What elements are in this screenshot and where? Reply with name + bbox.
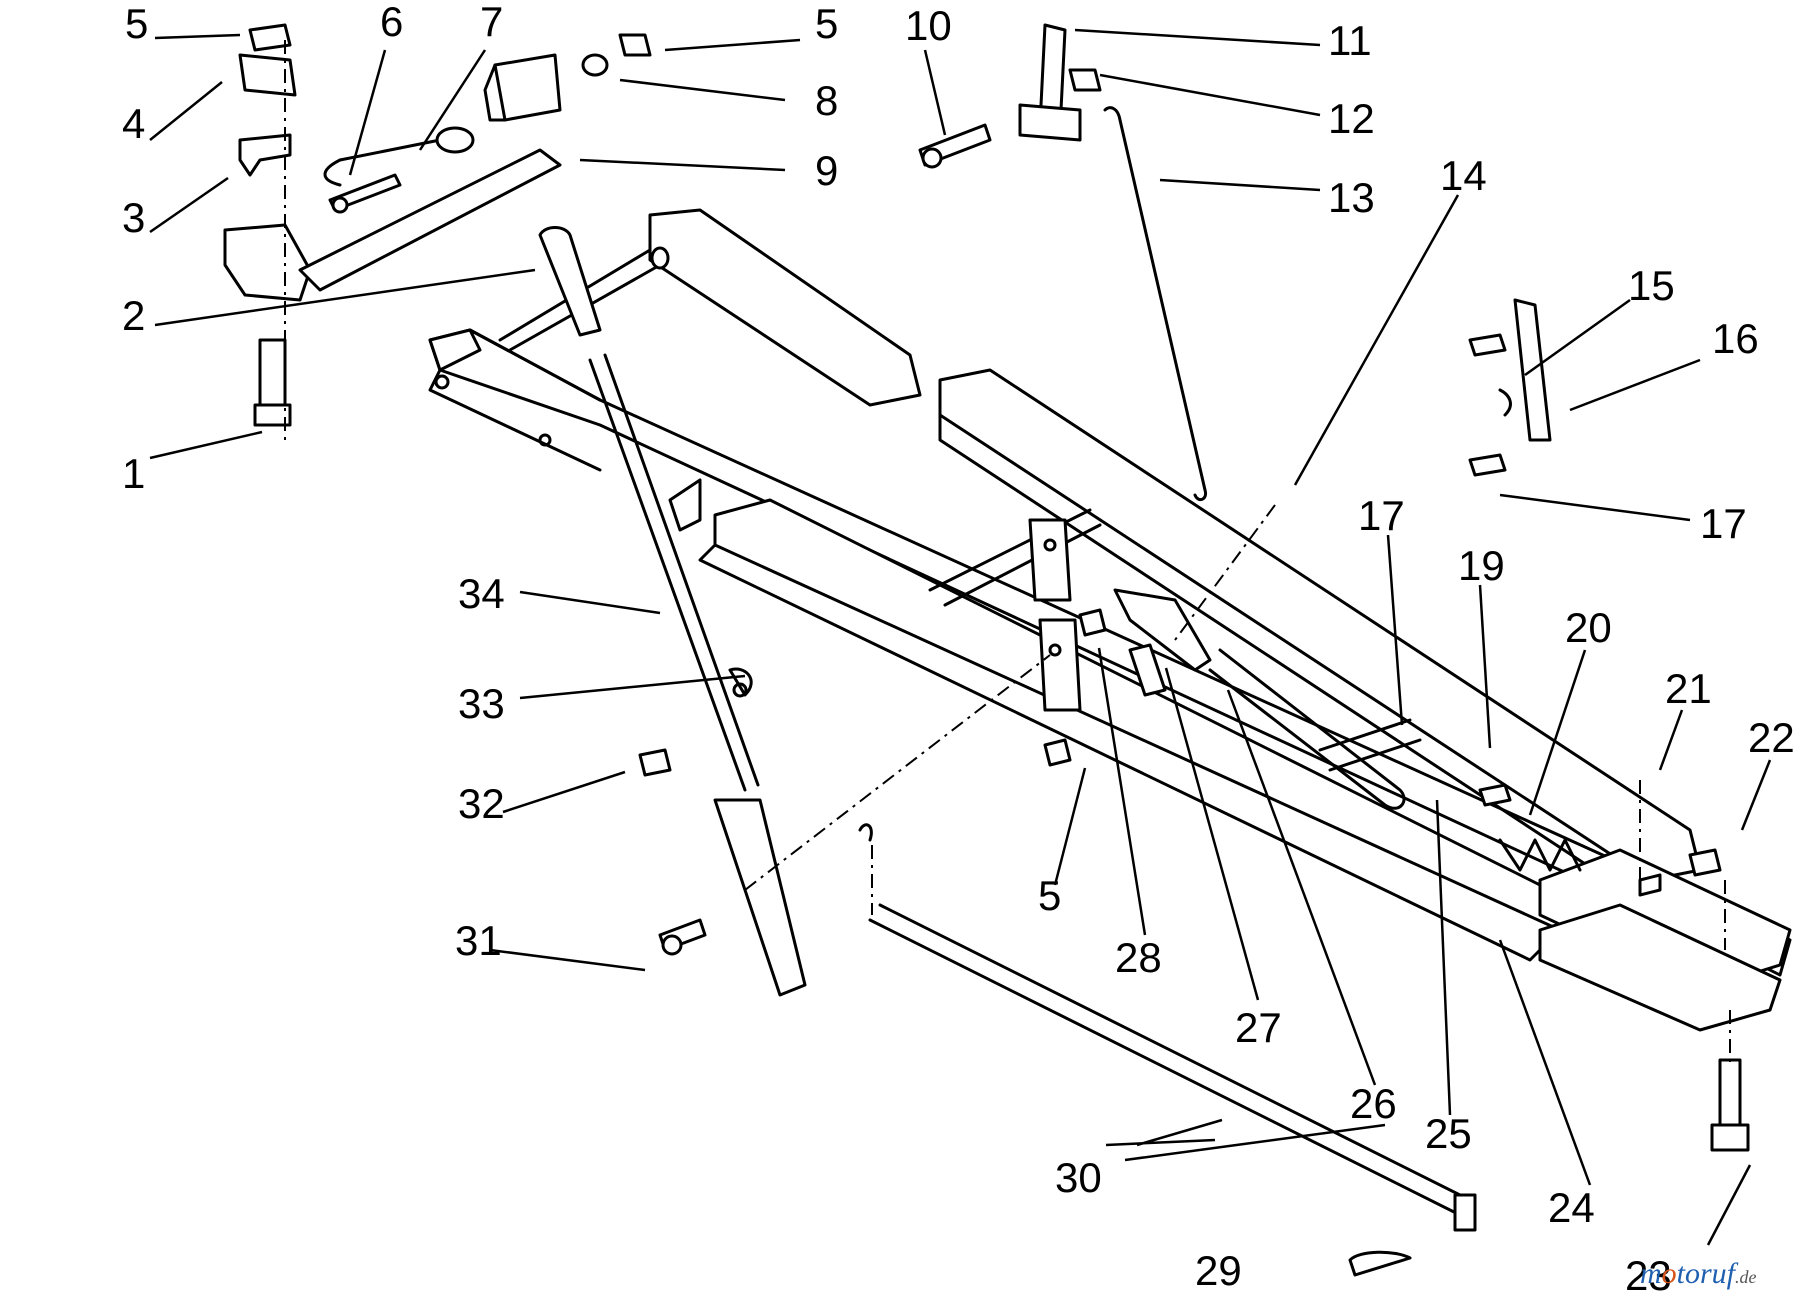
callout-9: 9 xyxy=(815,147,838,194)
callout-1: 1 xyxy=(122,450,145,497)
callout-7: 7 xyxy=(480,0,503,45)
callout-6: 6 xyxy=(380,0,403,45)
lower-rod xyxy=(858,823,1477,1277)
watermark-m: m xyxy=(1640,1257,1662,1290)
callout-26: 26 xyxy=(1350,1080,1397,1127)
center-lever-parts xyxy=(1043,588,1212,767)
callout-29: 29 xyxy=(1195,1247,1242,1294)
callout-17b: 17 xyxy=(1700,500,1747,547)
spring-assembly xyxy=(1208,648,1722,897)
callout-27: 27 xyxy=(1235,1004,1282,1051)
callout-8: 8 xyxy=(815,77,838,124)
callout-22: 22 xyxy=(1748,714,1795,761)
callout-10: 10 xyxy=(905,2,952,49)
callout-21: 21 xyxy=(1665,665,1712,712)
rear-bolt xyxy=(1710,1058,1750,1152)
callouts: 1 2 3 4 5 5 5 6 7 8 9 10 11 12 13 14 15 … xyxy=(122,0,1795,1296)
callout-5b: 5 xyxy=(815,0,838,47)
callout-31: 31 xyxy=(455,917,502,964)
watermark-domain: .de xyxy=(1735,1267,1757,1287)
callout-4: 4 xyxy=(122,100,145,147)
front-bracket-assembly xyxy=(223,23,652,427)
upper-linkage xyxy=(918,23,1208,502)
callout-32: 32 xyxy=(458,780,505,827)
callout-23: 23 xyxy=(1625,1252,1672,1296)
watermark-o: o xyxy=(1662,1257,1677,1290)
callout-28: 28 xyxy=(1115,934,1162,981)
main-frame xyxy=(428,208,1792,1032)
watermark-rest: toruf xyxy=(1677,1257,1739,1290)
callout-34: 34 xyxy=(458,570,505,617)
watermark-logo: motoruf.de xyxy=(1640,1257,1757,1290)
callout-2: 2 xyxy=(122,292,145,339)
callout-20: 20 xyxy=(1565,604,1612,651)
leader-lines xyxy=(149,28,1772,1246)
svg-text:motoruf.de: motoruf.de xyxy=(1640,1257,1757,1290)
callout-17a: 17 xyxy=(1358,492,1405,539)
callout-16: 16 xyxy=(1712,315,1759,362)
callout-25: 25 xyxy=(1425,1110,1472,1157)
callout-30: 30 xyxy=(1055,1154,1102,1201)
callout-24: 24 xyxy=(1548,1184,1595,1231)
callout-12: 12 xyxy=(1328,95,1375,142)
callout-14: 14 xyxy=(1440,152,1487,199)
callout-19: 19 xyxy=(1458,542,1505,589)
callout-11: 11 xyxy=(1328,17,1372,64)
callout-15: 15 xyxy=(1628,262,1675,309)
callout-13: 13 xyxy=(1328,174,1375,221)
callout-3: 3 xyxy=(122,194,145,241)
side-link xyxy=(1468,298,1552,477)
callout-5c: 5 xyxy=(1038,872,1061,919)
callout-5a: 5 xyxy=(125,0,148,47)
callout-33: 33 xyxy=(458,680,505,727)
lift-lever xyxy=(538,226,807,997)
